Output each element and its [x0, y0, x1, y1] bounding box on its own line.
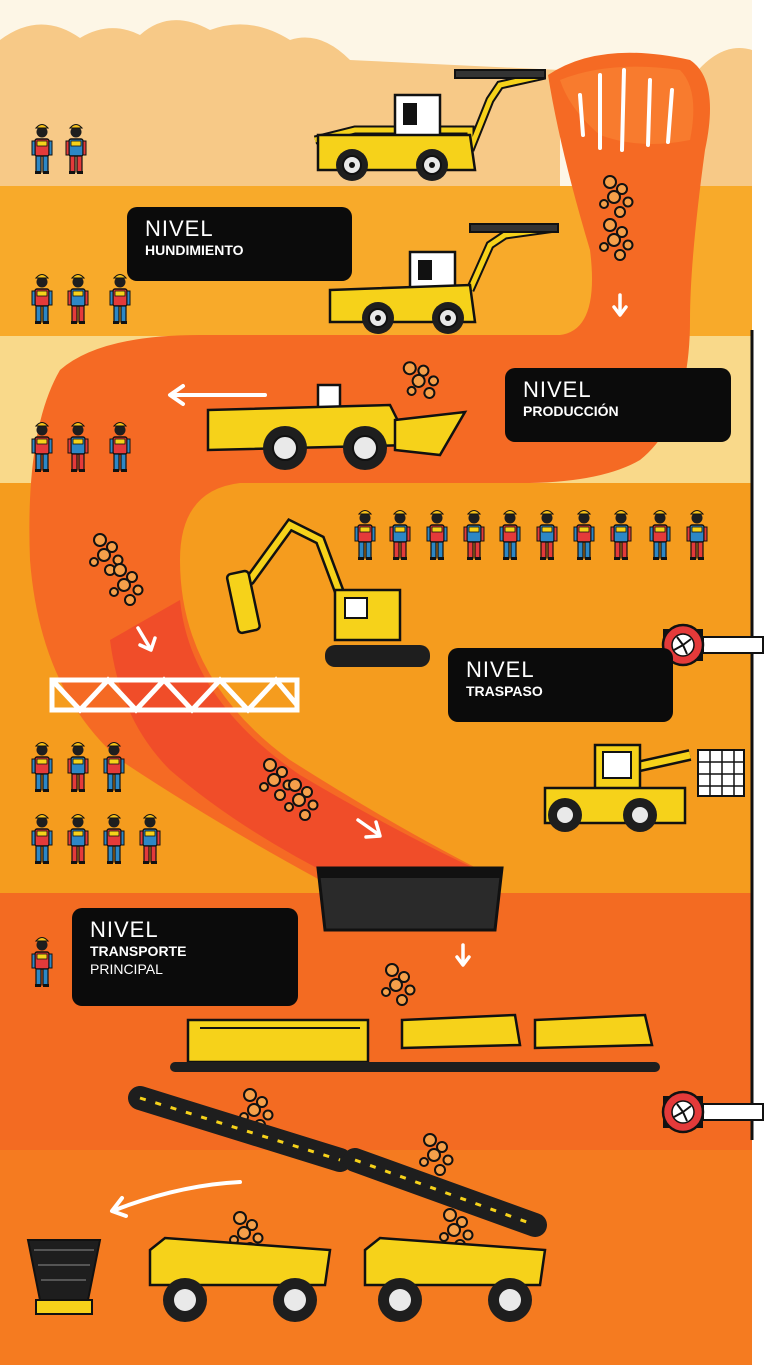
crusher-bin-icon — [26, 1239, 102, 1315]
haul-truck-icon — [363, 1236, 547, 1322]
telehandler-icon — [543, 743, 745, 832]
level-subtitle: TRASPASO — [466, 683, 543, 699]
shaft-wall — [752, 0, 768, 1365]
cave-mouth-highlight — [560, 66, 694, 144]
ore-flow-lower — [110, 600, 500, 880]
level-title: NIVEL — [145, 216, 214, 241]
level-subtitle: TRANSPORTE — [90, 943, 187, 959]
level-subtitle: PRODUCCIÓN — [523, 403, 619, 419]
level-title: NIVEL — [523, 377, 592, 402]
level-subtitle-2: PRINCIPAL — [90, 961, 163, 977]
drill-jumbo-icon — [313, 69, 546, 182]
level-subtitle: HUNDIMIENTO — [145, 242, 244, 258]
loader-icon — [206, 383, 468, 470]
flow-arrow-left-icon — [110, 384, 267, 1218]
level-title: NIVEL — [466, 657, 535, 682]
level-label-transporte: NIVEL TRANSPORTE PRINCIPAL — [72, 908, 298, 1006]
level-title: NIVEL — [90, 917, 159, 942]
worker-group-produccion — [31, 421, 131, 473]
conveyor-icon — [128, 1086, 547, 1237]
level-label-hundimiento: NIVEL HUNDIMIENTO — [127, 207, 352, 281]
level-label-traspaso: NIVEL TRASPASO — [448, 648, 673, 722]
rock-breaker-icon — [225, 517, 430, 667]
drill-jumbo-icon — [328, 223, 559, 335]
ore-train-icon — [170, 1013, 660, 1072]
flow-arrow-icon — [136, 626, 382, 839]
level-label-produccion: NIVEL PRODUCCIÓN — [505, 368, 731, 442]
worker-group-hundimiento-2 — [31, 273, 131, 325]
caving-streaks — [578, 68, 674, 152]
truss-icon — [49, 676, 300, 714]
haul-truck-icon — [148, 1236, 332, 1322]
ore-hopper-icon — [316, 866, 504, 932]
